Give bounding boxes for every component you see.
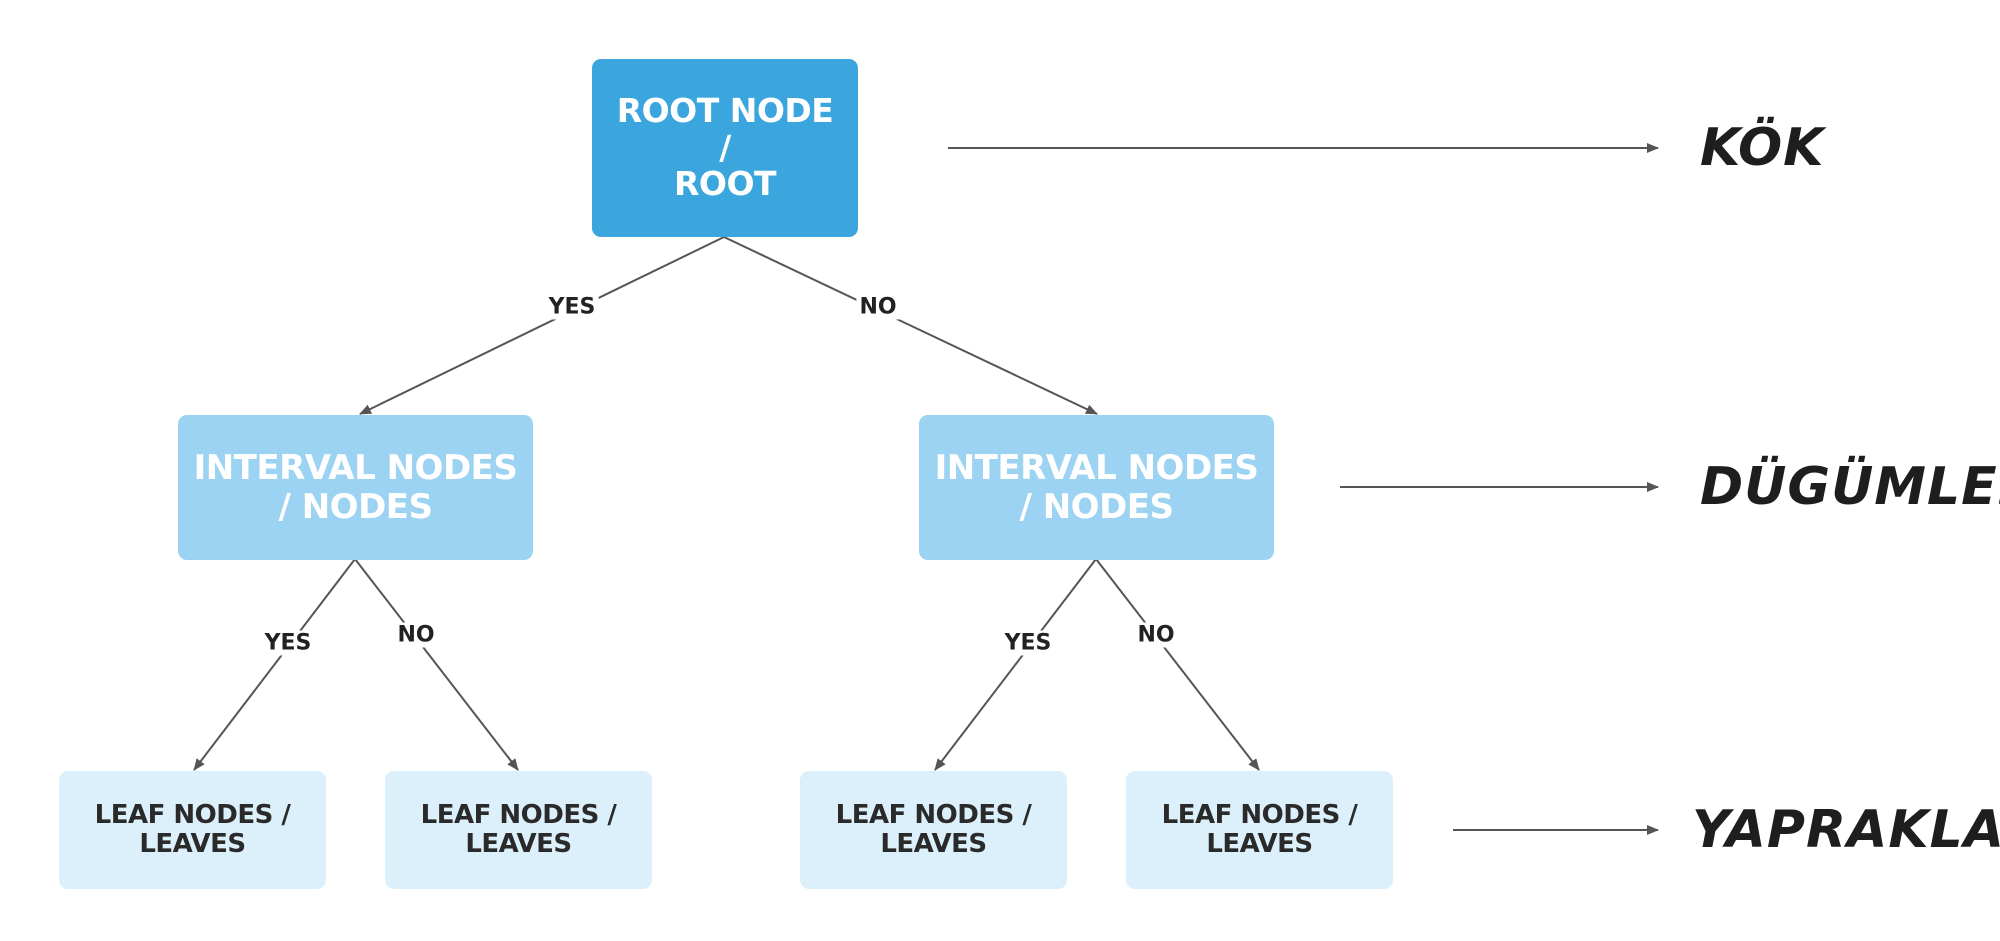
leaf-node-1-line-1: LEAF NODES /	[94, 799, 291, 830]
leaf-node-2: LEAF NODES / LEAVES	[385, 771, 652, 889]
interval-node-left-line-2: / NODES	[278, 486, 433, 527]
leaf-node-2-line-1: LEAF NODES /	[420, 799, 617, 830]
leaf-node-3-line-2: LEAVES	[880, 829, 987, 859]
root-node-text: ROOT NODE / ROOT	[606, 90, 844, 204]
interval-node-right-line-1: INTERVAL NODES	[934, 448, 1259, 489]
edge-left-interval-to-leaf-1	[193, 558, 356, 771]
leaf-node-2-text: LEAF NODES / LEAVES	[420, 799, 617, 859]
leaf-node-4: LEAF NODES / LEAVES	[1126, 771, 1393, 889]
root-node-line-1: ROOT NODE /	[616, 90, 834, 167]
leaf-node-4-line-2: LEAVES	[1206, 829, 1313, 859]
edge-left-interval-to-leaf-2	[354, 558, 519, 771]
edge-label-left-yes: YES	[261, 630, 315, 656]
level-label-root: KÖK	[1700, 118, 1825, 178]
leaf-node-4-line-1: LEAF NODES /	[1161, 799, 1358, 830]
edge-label-right-no: NO	[1134, 622, 1178, 648]
interval-node-left: INTERVAL NODES / NODES	[178, 415, 533, 560]
edge-right-interval-to-leaf-4	[1095, 558, 1260, 771]
edge-label-left-no: NO	[394, 622, 438, 648]
level-label-nodes: DÜGÜMLER	[1700, 457, 2000, 517]
leaf-node-3-line-1: LEAF NODES /	[835, 799, 1032, 830]
leaf-node-4-text: LEAF NODES / LEAVES	[1161, 799, 1358, 859]
edge-label-root-no: NO	[856, 294, 900, 320]
edge-right-interval-to-leaf-3	[934, 558, 1097, 771]
interval-node-left-text: INTERVAL NODES / NODES	[194, 449, 518, 525]
edge-root-to-left-interval	[359, 236, 725, 415]
edge-root-to-right-interval	[723, 236, 1098, 415]
leaf-node-3-text: LEAF NODES / LEAVES	[835, 799, 1032, 859]
interval-node-right: INTERVAL NODES / NODES	[919, 415, 1274, 560]
interval-node-right-text: INTERVAL NODES / NODES	[935, 449, 1259, 525]
root-node: ROOT NODE / ROOT	[592, 59, 858, 237]
interval-node-right-line-2: / NODES	[1019, 486, 1174, 527]
leaf-node-1: LEAF NODES / LEAVES	[59, 771, 326, 889]
leaf-node-1-text: LEAF NODES / LEAVES	[94, 799, 291, 859]
level-label-leaves: YAPRAKLAR	[1692, 800, 2000, 860]
root-node-line-2: ROOT	[673, 164, 777, 204]
interval-node-left-line-1: INTERVAL NODES	[193, 448, 518, 489]
leaf-node-3: LEAF NODES / LEAVES	[800, 771, 1067, 889]
leaf-node-1-line-2: LEAVES	[139, 829, 246, 859]
edge-label-right-yes: YES	[1001, 630, 1055, 656]
edge-label-root-yes: YES	[545, 294, 599, 320]
leaf-node-2-line-2: LEAVES	[465, 829, 572, 859]
